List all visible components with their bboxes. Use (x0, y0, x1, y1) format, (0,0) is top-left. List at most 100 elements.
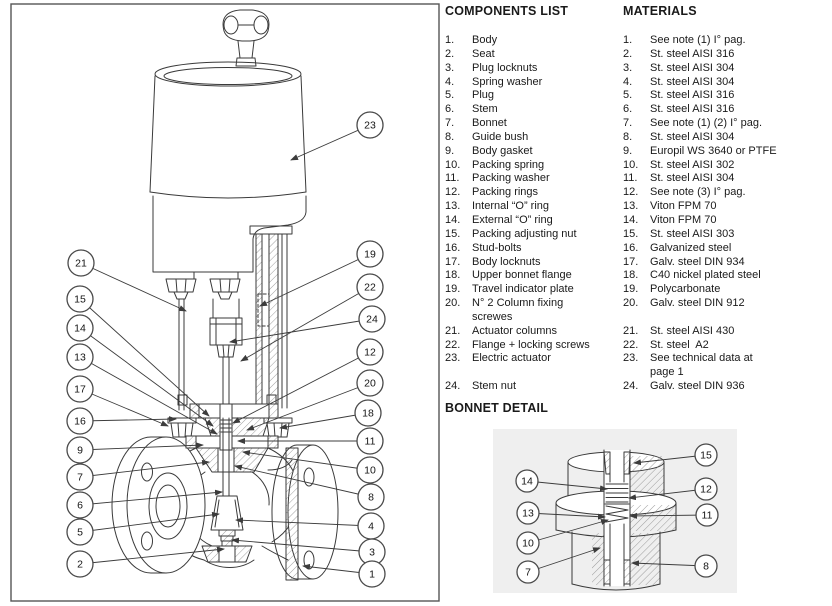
components-row: 23.Electric actuator (445, 352, 621, 366)
item-number (445, 311, 472, 325)
materials-row: 3.St. steel AISI 304 (623, 62, 829, 76)
item-text: St. steel AISI 304 (650, 75, 735, 88)
callout-number: 15 (700, 450, 712, 462)
materials-row: 1.See note (1) I° pag. (623, 34, 829, 48)
leader-line (79, 298, 210, 417)
item-text: Upper bonnet flange (472, 269, 572, 282)
components-row: 6.Stem (445, 103, 621, 117)
materials-row: 11. St. steel AISI 304 (623, 172, 829, 186)
item-number: 15. (445, 227, 461, 240)
callout-bubble (515, 469, 539, 493)
components-row: 19.Travel indicator plate (445, 283, 621, 297)
item-text: Plug locknuts (472, 61, 538, 74)
leader-line (246, 382, 371, 431)
components-row: 20.N° 2 Column fixing (445, 297, 621, 311)
components-row: 17.Body locknuts (445, 256, 621, 270)
item-text: St. steel AISI 316 (650, 47, 735, 60)
item-text: Flange + locking screws (472, 338, 590, 351)
callout-number: 21 (75, 258, 87, 270)
leader-line (79, 546, 225, 565)
materials-row: 20.Galv. steel DIN 912 (623, 297, 829, 311)
leader-line (631, 560, 707, 567)
item-number: 19. (445, 283, 461, 296)
item-text: Viton FPM 70 (650, 213, 717, 226)
item-text: St. steel AISI 303 (650, 227, 735, 240)
materials-row: 21.St. steel AISI 430 (623, 325, 829, 339)
callout-bubble (358, 305, 386, 333)
components-row: 2.Seat (445, 48, 621, 62)
leader-line (279, 412, 369, 430)
item-text: Galvanized steel (650, 241, 732, 254)
item-number: 10. (623, 158, 639, 171)
components-row: 5.Plug (445, 89, 621, 103)
components-row: 11. Packing washer (445, 172, 621, 186)
leader-line (79, 356, 218, 435)
leader-line (527, 547, 601, 573)
callout-number: 18 (362, 408, 374, 420)
item-number: 12. (623, 186, 639, 199)
callout-number: 4 (368, 521, 374, 533)
item-number: 11. (445, 172, 460, 185)
item-text: C40 nickel plated steel (650, 269, 761, 282)
components-row: 4.Spring washer (445, 76, 621, 90)
materials-row: page 1 (623, 366, 829, 380)
item-number: 15. (623, 227, 639, 240)
leader-line (79, 489, 223, 506)
item-text: St. steel AISI 304 (650, 172, 735, 185)
item-text: Body (472, 34, 498, 46)
materials-row: 12.See note (3) I° pag. (623, 186, 829, 200)
callout-bubble (67, 249, 95, 277)
item-number: 23. (623, 352, 639, 365)
materials-title: MATERIALS (623, 4, 697, 18)
item-text: External “O” ring (472, 213, 553, 226)
item-text: Plug (472, 89, 495, 102)
materials-row: 14.Viton FPM 70 (623, 214, 829, 228)
leader-line (234, 464, 372, 498)
components-row: 9.Body gasket (445, 145, 621, 159)
item-number: 4. (445, 75, 455, 88)
item-text: St. steel AISI 302 (650, 158, 735, 171)
callout-number: 12 (364, 347, 376, 359)
item-text: St. steel AISI 304 (650, 130, 735, 143)
item-number: 8. (445, 130, 455, 143)
callout-bubble (66, 375, 94, 403)
materials-row: 19.Polycarbonate (623, 283, 829, 297)
materials-row: 6.St. steel AISI 316 (623, 103, 829, 117)
callout-number: 8 (703, 561, 709, 573)
callout-number: 14 (74, 323, 86, 335)
item-number: 7. (623, 117, 633, 130)
item-number: 17. (623, 255, 639, 268)
item-text: Europil WS 3640 or PTFE (650, 144, 777, 157)
components-row: 16.Stud-bolts (445, 242, 621, 256)
callout-bubble (356, 111, 384, 139)
components-row: 10.Packing spring (445, 159, 621, 173)
item-number: 2. (623, 47, 633, 60)
item-number: 21. (445, 324, 461, 337)
item-text: Viton FPM 70 (650, 200, 717, 213)
item-number: 11. (623, 172, 638, 185)
item-number: 16. (623, 241, 639, 254)
leader-line (259, 253, 371, 307)
callout-bubble (358, 560, 386, 588)
materials-row: 7.See note (1) (2) I° pag. (623, 117, 829, 131)
item-text: page 1 (650, 366, 684, 379)
item-text: Packing washer (472, 172, 550, 185)
item-number: 6. (445, 103, 455, 116)
callout-number: 17 (74, 384, 86, 396)
item-text (472, 366, 621, 380)
materials-row: 23.See technical data at (623, 352, 829, 366)
components-row: 13.Internal “O” ring (445, 200, 621, 214)
leader-line (629, 512, 708, 519)
item-text (650, 311, 829, 325)
callout-number: 9 (77, 445, 83, 457)
components-row: 1.Body (445, 34, 621, 48)
callout-bubble (66, 550, 94, 578)
item-text: screwes (472, 310, 513, 323)
item-number: 16. (445, 241, 461, 254)
callout-number: 13 (74, 352, 86, 364)
callout-bubble (356, 369, 384, 397)
components-row: screwes (445, 311, 621, 325)
materials-row: 22.St. steel A2 (623, 339, 829, 353)
